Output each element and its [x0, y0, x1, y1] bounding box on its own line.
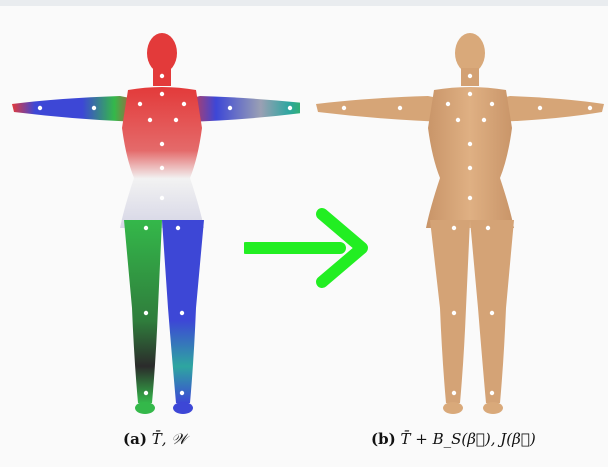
caption-b-tag: (b): [371, 430, 396, 448]
caption-a-math: T̄, 𝒲: [152, 430, 187, 448]
body-shape-render: [304, 8, 604, 428]
caption-a-tag: (a): [123, 430, 147, 448]
caption-b: (b) T̄ + B_S(β⃗), J(β⃗): [371, 430, 536, 448]
caption-b-math: T̄ + B_S(β⃗), J(β⃗): [400, 430, 535, 448]
caption-a: (a) T̄, 𝒲: [123, 430, 187, 448]
top-border: [0, 0, 608, 6]
